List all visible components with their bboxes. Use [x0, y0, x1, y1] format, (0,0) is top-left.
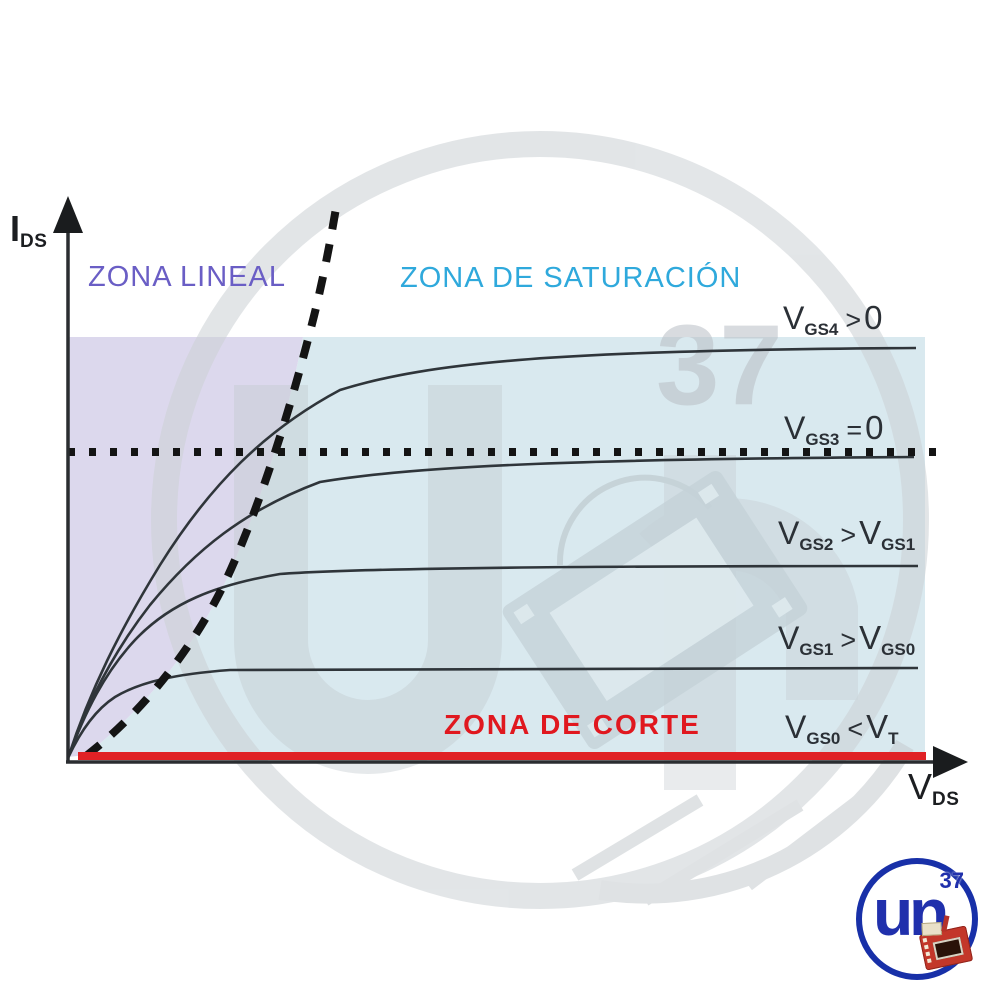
x-axis-arrowhead — [933, 746, 968, 778]
vgs1-operator: > — [840, 625, 857, 655]
vgs1-symbol: V — [778, 620, 800, 656]
zone-label-linear: ZONA LINEAL — [88, 261, 286, 293]
curve-label-vgs4: VGS4 >0 — [783, 299, 883, 340]
x-axis-label-subscript: DS — [932, 789, 960, 810]
saturation-region-fill — [86, 337, 925, 755]
watermark-wire-arc — [556, 474, 713, 566]
x-axis-label: VDS — [908, 766, 959, 811]
curve-label-vgs2: VGS2>VGS1 — [778, 514, 915, 555]
vgs4-subscript: GS4 — [804, 320, 839, 339]
logo-pcb-screen — [932, 936, 964, 961]
y-axis-label-symbol: I — [10, 208, 21, 249]
vgs0-operator: < — [847, 714, 864, 744]
vgs3-rhs: 0 — [865, 409, 884, 446]
linear-saturation-boundary-dashed — [83, 207, 340, 760]
y-axis-label: IDS — [10, 208, 47, 253]
curve-label-vgs1: VGS1>VGS0 — [778, 619, 915, 660]
zone-label-saturation: ZONA DE SATURACIÓN — [400, 262, 742, 294]
watermark-stripes — [571, 792, 866, 906]
vgs3-operator: = — [846, 415, 863, 445]
x-axis-label-symbol: V — [908, 766, 933, 807]
logo-number: 37 — [939, 868, 964, 893]
curve-vgs2 — [66, 564, 919, 759]
vgs0-symbol: V — [785, 709, 807, 745]
curve-vgs1 — [66, 666, 919, 759]
watermark-letter-n — [639, 455, 858, 790]
zone-label-cutoff: ZONA DE CORTE — [444, 709, 701, 740]
vgs1-rhs-subscript: GS0 — [881, 640, 916, 659]
linear-region-fill — [68, 337, 303, 757]
output-curves — [66, 346, 919, 759]
vgs2-rhs: V — [859, 514, 882, 551]
curve-vgs4 — [66, 346, 917, 759]
vgs2-rhs-subscript: GS1 — [881, 535, 916, 554]
vgs4-operator: > — [845, 305, 862, 335]
curve-vgs3 — [66, 455, 915, 759]
y-axis-arrowhead — [53, 196, 83, 233]
logo-letter-u: u — [873, 875, 913, 949]
vgs1-rhs: V — [859, 619, 882, 656]
vgs0-subscript: GS0 — [806, 729, 841, 748]
watermark-ring — [151, 131, 929, 909]
vgs1-subscript: GS1 — [799, 640, 834, 659]
vgs4-symbol: V — [783, 300, 805, 336]
vgs2-operator: > — [840, 520, 857, 550]
watermark-number: 37 — [656, 302, 783, 429]
vgs2-subscript: GS2 — [799, 535, 834, 554]
background-watermark: 37 — [151, 131, 929, 909]
logo-pcb-pads — [922, 937, 928, 943]
curve-label-vgs3: VGS3 =0 — [784, 409, 884, 450]
vgs2-symbol: V — [778, 515, 800, 551]
vgs4-rhs: 0 — [864, 299, 883, 336]
curve-label-vgs0: VGS0<VT — [785, 708, 899, 749]
vgs0-rhs-subscript: T — [888, 729, 899, 748]
vgs0-rhs: V — [866, 708, 889, 745]
vgs3-subscript: GS3 — [805, 430, 840, 449]
vgs3-symbol: V — [784, 410, 806, 446]
axes — [66, 212, 946, 764]
watermark-circuit-board — [502, 470, 808, 750]
watermark-letter-u — [234, 385, 502, 774]
logo-pcb-connector — [921, 922, 943, 937]
y-axis-label-subscript: DS — [20, 231, 48, 252]
brand-logo: u n 37 — [856, 858, 978, 980]
